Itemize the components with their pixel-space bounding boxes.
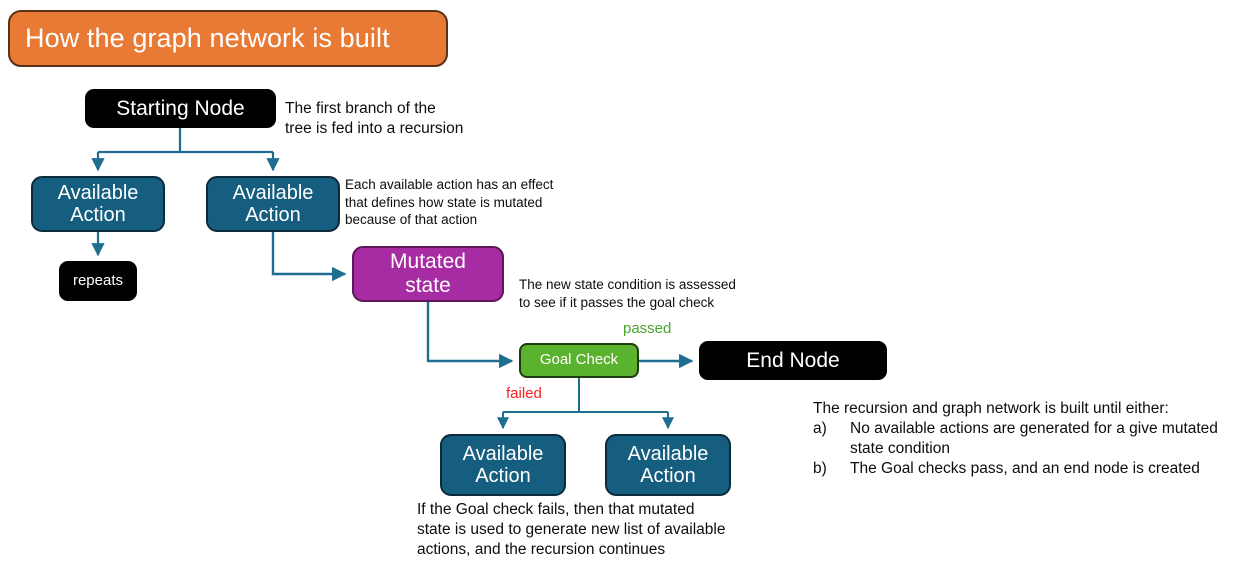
node-starting-node[interactable]: Starting Node (85, 89, 276, 128)
list-item: a) No available actions are generated fo… (813, 419, 1218, 459)
outcome-list: The recursion and graph network is built… (813, 399, 1218, 480)
list-item-marker: a) (813, 420, 827, 438)
node-goal-check[interactable]: Goal Check (519, 343, 639, 378)
annotation-each-available-action: Each available action has an effect that… (345, 177, 554, 228)
outcome-list-lead: The recursion and graph network is built… (813, 400, 1169, 417)
annotation-first-branch: The first branch of the tree is fed into… (285, 100, 464, 137)
list-item-text: The Goal checks pass, and an end node is… (850, 460, 1200, 478)
list-item-marker: b) (813, 460, 827, 478)
diagram-title-banner: How the graph network is built (8, 10, 448, 67)
edge-label-failed: failed (506, 385, 542, 402)
edge-available-2-to-mutated (271, 232, 347, 282)
node-available-action-2[interactable]: Available Action (206, 176, 340, 232)
list-item: b) The Goal checks pass, and an end node… (813, 459, 1218, 479)
list-item-text: No available actions are generated for a… (850, 420, 1218, 458)
node-repeats[interactable]: repeats (59, 261, 137, 301)
annotation-goal-check-fails: If the Goal check fails, then that mutat… (417, 501, 726, 559)
edge-mutated-to-goal-check (426, 302, 514, 369)
annotation-new-state-condition: The new state condition is assessed to s… (519, 277, 736, 310)
node-available-action-3[interactable]: Available Action (440, 434, 566, 496)
node-available-action-4[interactable]: Available Action (605, 434, 731, 496)
node-mutated-state[interactable]: Mutated state (352, 246, 504, 302)
edge-label-passed: passed (623, 320, 672, 337)
node-end-node[interactable]: End Node (699, 341, 887, 380)
node-available-action-1[interactable]: Available Action (31, 176, 165, 232)
